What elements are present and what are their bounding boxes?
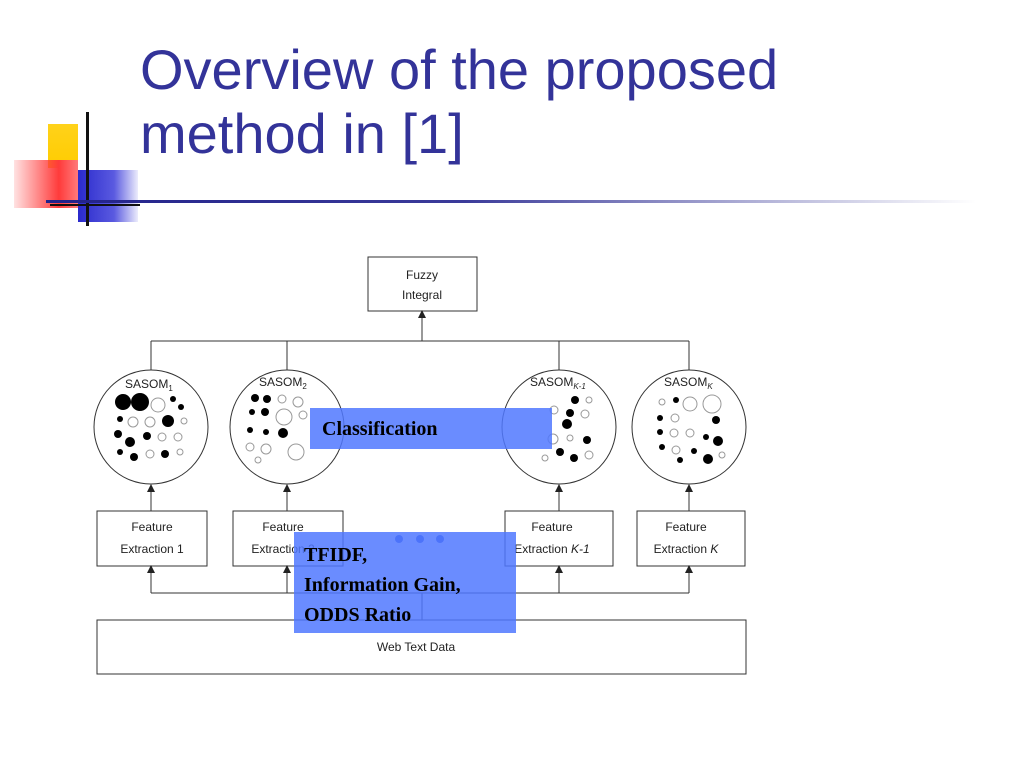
sasom-k-1-subscript: K-1 (573, 382, 585, 391)
feature-2-line1: Feature (262, 520, 304, 534)
sasom-2-label: SASOM (259, 375, 302, 389)
corner-decoration (0, 0, 140, 230)
sasom-1-map (114, 393, 188, 461)
svg-text:SASOMK-1: SASOMK-1 (530, 375, 586, 391)
sasom-k-1: SASOMK-1 (501, 369, 617, 485)
feature-k-line1: Feature (665, 520, 707, 534)
svg-text:SASOMK: SASOMK (664, 375, 713, 391)
feature-extraction-k: Feature Extraction K (636, 510, 746, 567)
deco-horizontal-line (50, 204, 140, 206)
feature-extraction-1: Feature Extraction 1 (96, 510, 208, 567)
feature-k-line2: Extraction K (654, 542, 720, 556)
sasom-k: SASOMK (631, 369, 747, 485)
title-line-1: Overview of the proposed (140, 38, 779, 101)
feature-methods-overlay: TFIDF, Information Gain, ODDS Ratio (294, 532, 516, 633)
sasom-2: SASOM2 (229, 369, 345, 485)
fuzzy-integral-line1: Fuzzy (406, 268, 438, 282)
feature-extraction-k-1: Feature Extraction K-1 (504, 510, 614, 567)
sasom-k-map (657, 394, 726, 464)
sasom-1: SASOM1 (93, 369, 209, 485)
title-underline (46, 200, 976, 203)
sasom-to-fuzzy-connectors (150, 310, 690, 372)
web-text-data-label: Web Text Data (377, 640, 456, 654)
feature-method-odds-ratio: ODDS Ratio (304, 604, 412, 626)
sasom-1-label: SASOM (125, 377, 168, 391)
svg-text:SASOM1: SASOM1 (125, 377, 173, 393)
sasom-k-1-label: SASOM (530, 375, 573, 389)
fuzzy-integral-box: Fuzzy Integral (367, 256, 478, 312)
feature-k-1-line1: Feature (531, 520, 573, 534)
feature-1-line1: Feature (131, 520, 173, 534)
title-line-2: method in [1] (140, 102, 464, 165)
feature-to-sasom-arrows (147, 484, 693, 511)
deco-vertical-line (86, 112, 89, 226)
sasom-k-label: SASOM (664, 375, 707, 389)
svg-text:SASOM2: SASOM2 (259, 375, 307, 391)
slide-title: Overview of the proposed method in [1] (140, 38, 778, 166)
feature-method-tfidf: TFIDF, (304, 544, 368, 566)
sasom-k-1-map (541, 396, 594, 462)
feature-method-information-gain: Information Gain, (304, 574, 461, 596)
feature-1-line2: Extraction 1 (120, 542, 184, 556)
sasom-k-subscript: K (707, 382, 713, 391)
feature-k-1-line2: Extraction K-1 (514, 542, 589, 556)
fuzzy-integral-line2: Integral (402, 288, 442, 302)
sasom-2-map (245, 394, 308, 464)
sasom-1-subscript: 1 (168, 384, 173, 393)
classification-label: Classification (322, 418, 438, 440)
sasom-2-subscript: 2 (302, 382, 307, 391)
classification-overlay: Classification (310, 408, 552, 449)
